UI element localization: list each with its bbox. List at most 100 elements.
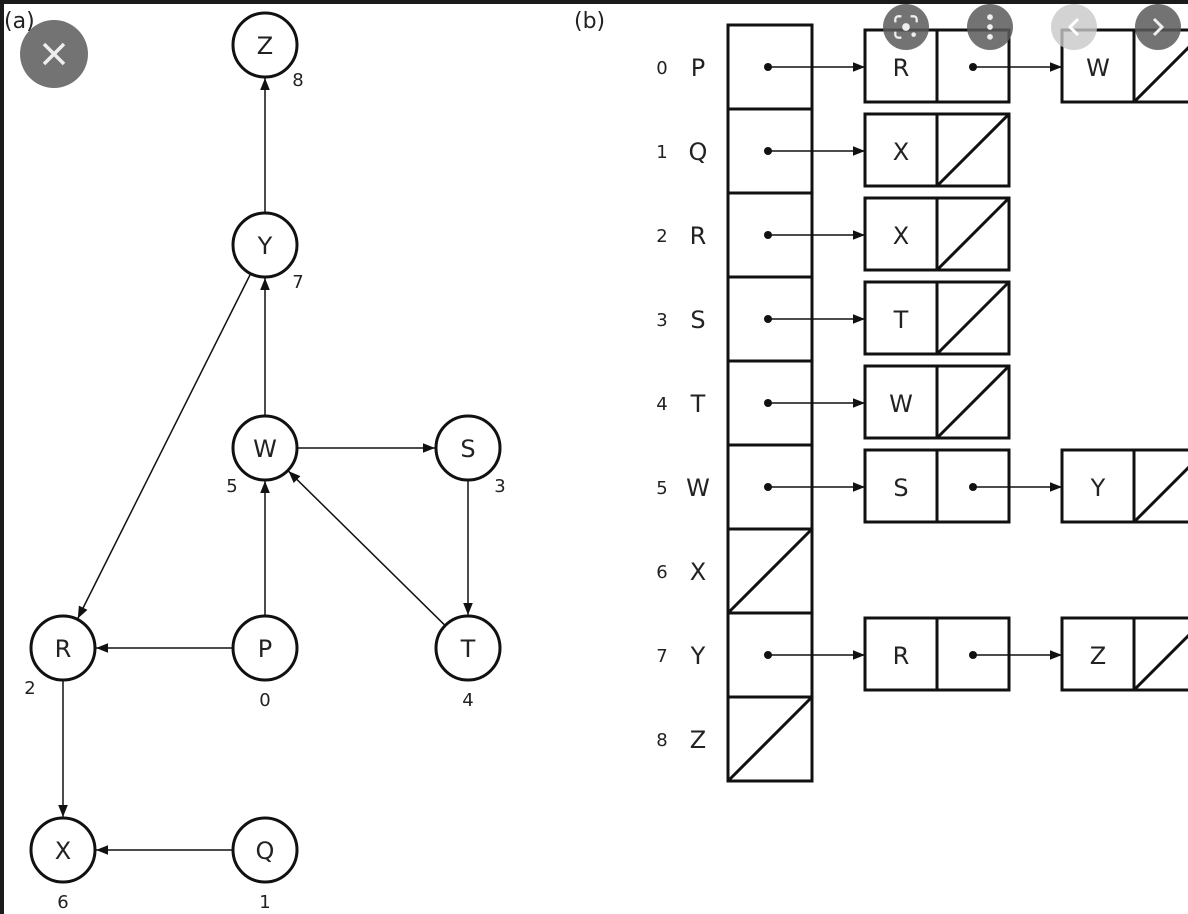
node-value: X xyxy=(893,222,909,250)
list-row-S: 3 S T xyxy=(656,275,1011,363)
data-cell xyxy=(1060,448,1136,524)
null-slash xyxy=(935,364,1011,440)
node-label: Y xyxy=(257,232,273,260)
list-node-Z: Z xyxy=(1060,616,1188,692)
node-index: 4 xyxy=(462,690,473,711)
node-circle xyxy=(231,211,299,279)
list-row-R: 2 R X xyxy=(656,191,1011,279)
node-label: Z xyxy=(257,32,273,60)
row-vertex: S xyxy=(690,306,705,334)
graph-node-W: W5 xyxy=(226,414,299,497)
list-node-X: X xyxy=(863,112,1011,188)
null-slash xyxy=(726,527,814,615)
list-node-T: T xyxy=(863,280,1011,356)
graph-node-T: T4 xyxy=(434,614,502,711)
row-index: 5 xyxy=(656,478,667,499)
row-vertex: W xyxy=(686,474,710,502)
node-value: X xyxy=(893,138,909,166)
node-circle xyxy=(29,816,97,884)
null-slash xyxy=(935,196,1011,272)
data-cell xyxy=(863,112,939,188)
node-index: 5 xyxy=(226,476,237,497)
visual-search-button[interactable] xyxy=(883,4,929,50)
null-slash xyxy=(1132,45,1188,104)
chevron-left-icon xyxy=(1067,17,1080,37)
node-value: W xyxy=(1086,54,1110,82)
data-cell xyxy=(1060,616,1136,692)
next-cell xyxy=(935,448,1011,524)
chevron-right-icon xyxy=(1152,17,1165,37)
node-value: W xyxy=(889,390,913,418)
close-icon xyxy=(42,42,66,66)
node-index: 2 xyxy=(24,678,35,699)
graph-node-Z: Z8 xyxy=(231,11,304,91)
node-value: S xyxy=(893,474,908,502)
more-options-button[interactable] xyxy=(967,4,1013,50)
next-cell xyxy=(1132,448,1188,524)
row-index: 3 xyxy=(656,310,667,331)
next-button[interactable] xyxy=(1135,4,1181,50)
row-vertex: T xyxy=(690,390,706,418)
node-index: 6 xyxy=(57,892,68,913)
list-node-Y: Y xyxy=(1060,448,1188,524)
edge-Y-R xyxy=(77,273,252,619)
data-cell xyxy=(863,364,939,440)
graph-node-R: R2 xyxy=(24,614,97,699)
node-value: Y xyxy=(1090,474,1106,502)
edge-T-W xyxy=(287,470,446,627)
list-row-T: 4 T W xyxy=(656,359,1011,447)
node-value: R xyxy=(893,54,910,82)
node-value: T xyxy=(893,306,909,334)
node-label: X xyxy=(55,837,71,865)
node-circle xyxy=(434,414,502,482)
row-index: 7 xyxy=(656,646,667,667)
lens-icon xyxy=(894,15,918,39)
node-label: S xyxy=(460,435,475,463)
node-value: Z xyxy=(1090,642,1106,670)
null-slash xyxy=(935,280,1011,356)
row-index: 4 xyxy=(656,394,667,415)
previous-button[interactable] xyxy=(1051,4,1097,50)
list-node-W: W xyxy=(863,364,1011,440)
list-node-X: X xyxy=(863,196,1011,272)
row-vertex: P xyxy=(691,54,705,82)
row-vertex: Z xyxy=(690,726,706,754)
null-slash xyxy=(1132,465,1188,524)
more-vertical-icon xyxy=(987,14,993,40)
node-circle xyxy=(231,11,299,79)
row-vertex: X xyxy=(690,558,706,586)
node-label: T xyxy=(460,635,476,663)
node-circle xyxy=(29,614,97,682)
node-index: 0 xyxy=(259,690,270,711)
null-slash xyxy=(1132,633,1188,692)
node-circle xyxy=(434,614,502,682)
panel-b-label: (b) xyxy=(574,9,605,34)
next-cell xyxy=(1132,616,1188,692)
node-index: 1 xyxy=(259,892,270,913)
graph-node-P: P0 xyxy=(231,614,299,711)
graph-node-Q: Q1 xyxy=(231,816,299,913)
row-vertex: Y xyxy=(690,642,706,670)
node-value: R xyxy=(893,642,910,670)
node-circle xyxy=(231,614,299,682)
data-cell xyxy=(863,196,939,272)
graph-node-X: X6 xyxy=(29,816,97,913)
data-cell xyxy=(863,280,939,356)
list-node-S: S xyxy=(863,448,1011,524)
row-vertex: R xyxy=(690,222,707,250)
row-index: 8 xyxy=(656,730,667,751)
row-index: 2 xyxy=(656,226,667,247)
row-vertex: Q xyxy=(689,138,708,166)
node-label: W xyxy=(253,435,277,463)
close-button[interactable] xyxy=(20,20,88,88)
node-circle xyxy=(231,414,299,482)
